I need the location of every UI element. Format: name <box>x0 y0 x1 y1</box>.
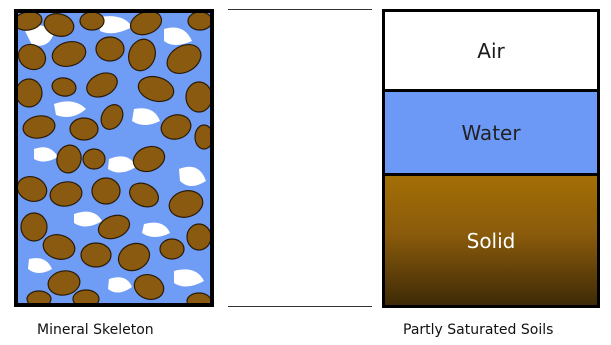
connector-line-bottom <box>228 306 372 307</box>
air-phase: Air <box>385 12 597 92</box>
water-phase: Water <box>385 92 597 176</box>
mineral-skeleton-illustration <box>14 9 214 307</box>
mineral-skeleton-caption: Mineral Skeleton <box>37 322 154 338</box>
connector-line-top <box>228 9 372 10</box>
solid-label: Solid <box>466 228 516 253</box>
solid-phase: Solid <box>385 176 597 305</box>
phase-diagram: Air Water Solid <box>382 9 600 308</box>
water-label: Water <box>461 120 521 145</box>
partly-saturated-caption: Partly Saturated Soils <box>403 322 554 338</box>
air-voids <box>24 16 206 293</box>
air-label: Air <box>477 38 505 63</box>
